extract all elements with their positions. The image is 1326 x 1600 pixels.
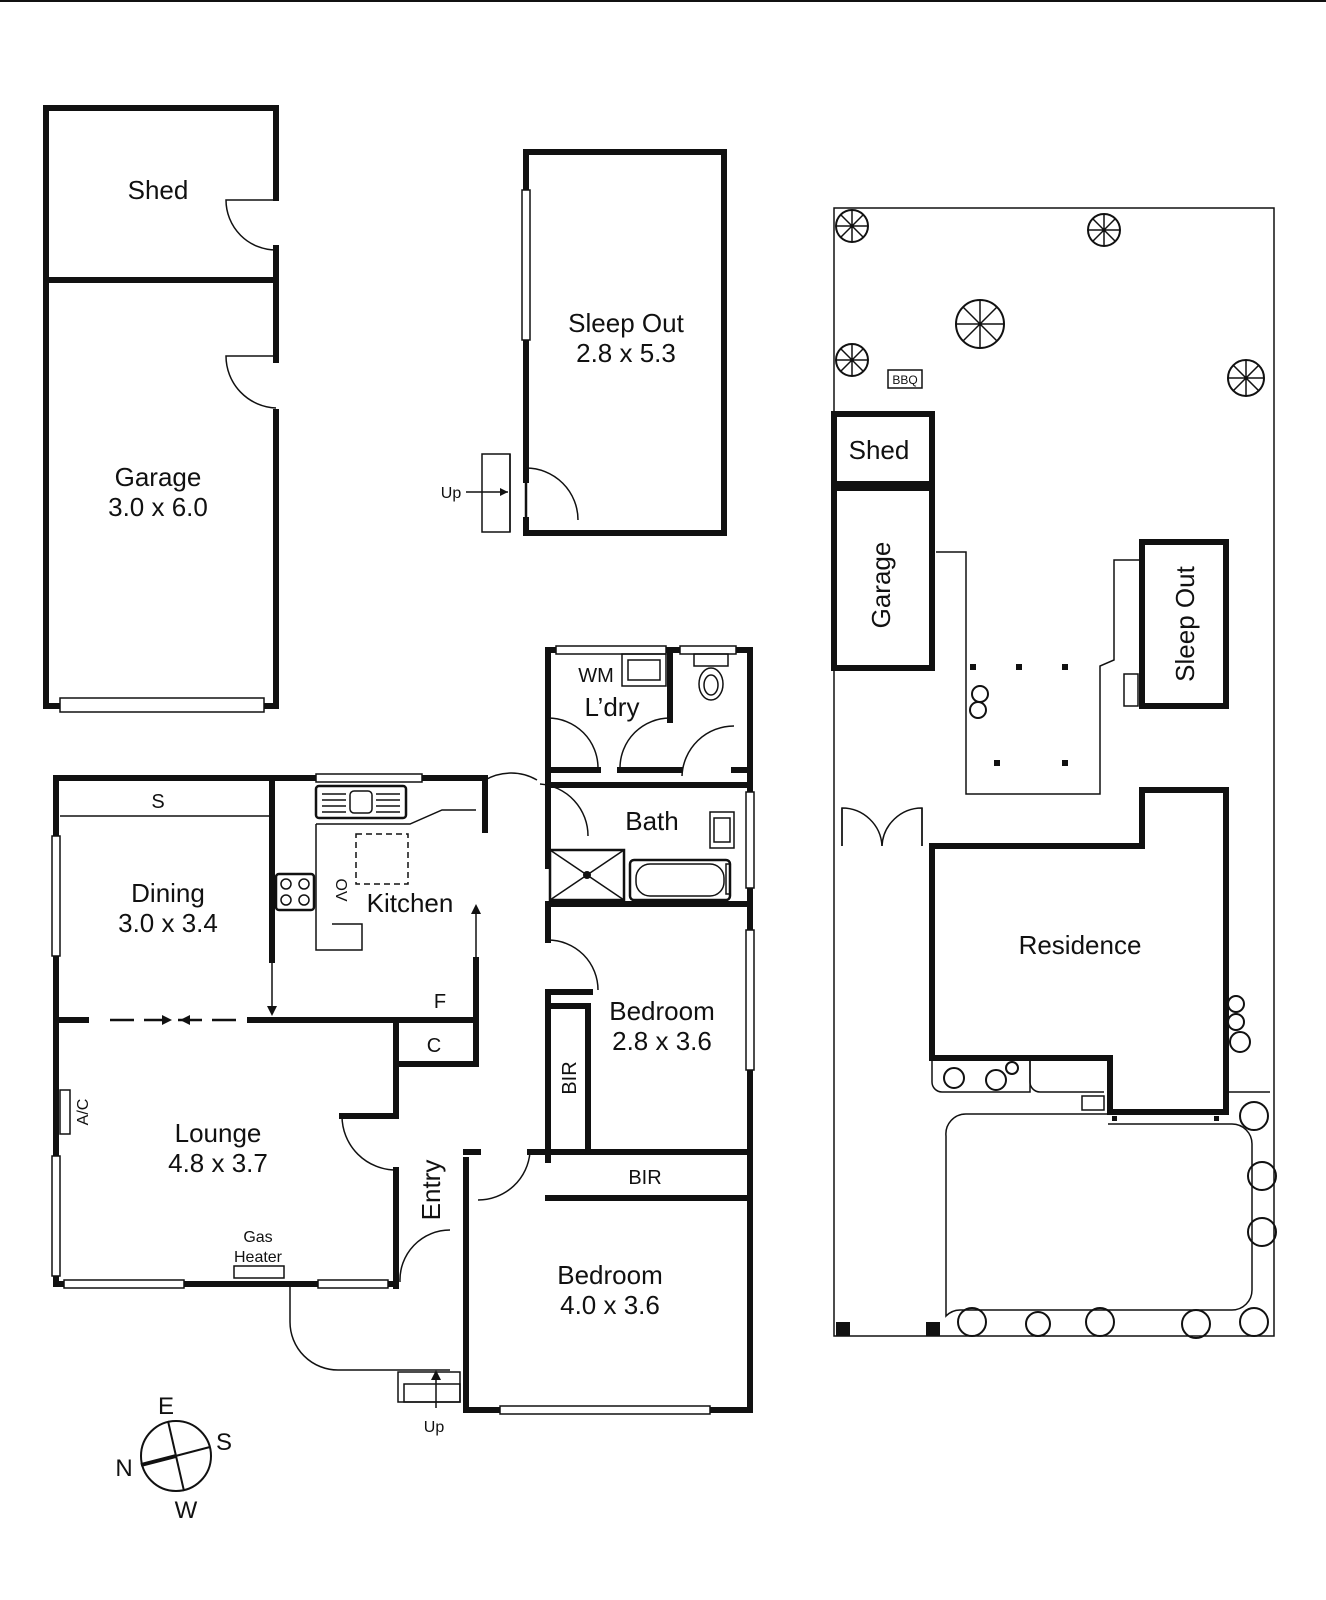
tree-icon (955, 299, 1005, 349)
bedroom2-size: 4.0 x 3.6 (560, 1290, 660, 1320)
garage-label: Garage (115, 462, 202, 492)
oven-label: OV (332, 878, 349, 901)
bedroom1-label: Bedroom (609, 996, 715, 1026)
shower-icon (548, 848, 626, 902)
vanity-icon (709, 811, 735, 849)
garage-size: 3.0 x 6.0 (108, 492, 208, 522)
robe-s-label: S (151, 791, 164, 813)
compass-icon: E N S W (115, 1393, 232, 1524)
gas-heater-label-1: Gas (243, 1229, 272, 1246)
compass-w: W (175, 1497, 198, 1524)
fridge-label: F (434, 991, 446, 1013)
site-garage-label: Garage (866, 542, 896, 629)
site-bbq-label: BBQ (892, 373, 917, 387)
residence-label: Residence (1019, 930, 1142, 960)
compass-s: S (216, 1429, 232, 1456)
tree-icon (1227, 995, 1251, 1053)
toilet-icon (693, 653, 729, 701)
main-house: S Dining 3.0 x 3.4 Kitchen OV F C WM L’d… (51, 645, 755, 1436)
bedroom1-size: 2.8 x 3.6 (612, 1026, 712, 1056)
dining-size: 3.0 x 3.4 (118, 908, 218, 938)
tree-icon (1227, 359, 1265, 397)
sleepout-building: Up Sleep Out 2.8 x 5.3 (441, 149, 727, 536)
wm-label: WM (578, 665, 614, 687)
lounge-size: 4.8 x 3.7 (168, 1148, 268, 1178)
tree-icon (943, 1061, 1019, 1091)
sink-icon (314, 784, 408, 820)
compass-e: E (158, 1393, 174, 1420)
laundry-label: L’dry (585, 692, 640, 722)
site-plan: Shed Garage Sleep Out BBQ Residence (831, 207, 1277, 1339)
site-shed-label: Shed (849, 435, 910, 465)
site-sleepout-label: Sleep Out (1170, 565, 1200, 681)
lounge-label: Lounge (175, 1118, 262, 1148)
ac-label: A/C (75, 1099, 92, 1126)
bedroom2-label: Bedroom (557, 1260, 663, 1290)
entry-label: Entry (416, 1160, 446, 1221)
bir1-label: BIR (559, 1061, 581, 1094)
tub-icon (621, 653, 667, 687)
tree-icon (969, 685, 989, 719)
tree-icon (1239, 1101, 1277, 1337)
shed-garage-building: Shed Garage 3.0 x 6.0 (43, 105, 279, 713)
pergola-posts (970, 664, 1068, 766)
sleepout-size: 2.8 x 5.3 (576, 338, 676, 368)
cupboard-label: C (427, 1035, 441, 1057)
tree-icon (957, 1307, 1211, 1339)
tree-icon (835, 209, 869, 243)
bathtub-icon (628, 858, 732, 902)
tree-icon (1087, 213, 1121, 247)
shed-label: Shed (128, 175, 189, 205)
entry-up-label: Up (424, 1419, 445, 1436)
kitchen-label: Kitchen (367, 888, 454, 918)
stove-icon (274, 872, 316, 912)
kitchen-island-outline (355, 833, 409, 885)
dining-label: Dining (131, 878, 205, 908)
sleepout-label: Sleep Out (568, 308, 684, 338)
gas-heater-label-2: Heater (234, 1249, 283, 1266)
sleepout-up-label: Up (441, 485, 462, 502)
bir2-label: BIR (628, 1167, 661, 1189)
bath-label: Bath (625, 806, 679, 836)
compass-n: N (115, 1455, 132, 1482)
tree-icon (835, 343, 869, 377)
